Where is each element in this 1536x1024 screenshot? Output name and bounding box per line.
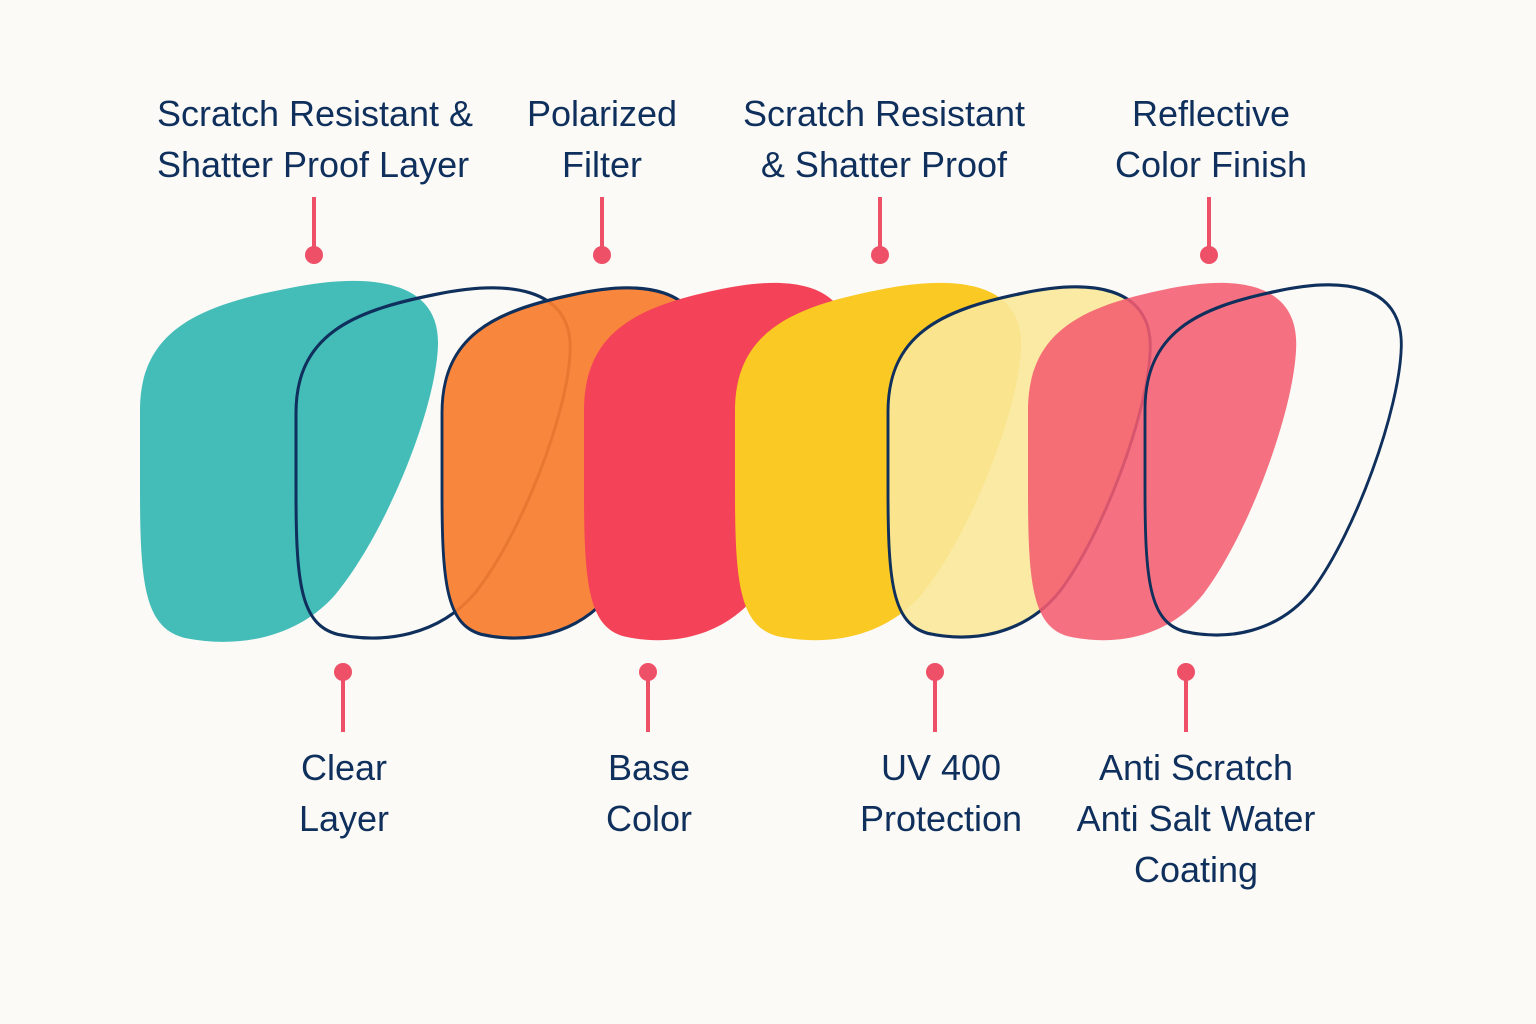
label-scratch-resistant-shatter-proof: Scratch Resistant& Shatter Proof — [742, 93, 1026, 185]
pin-top-2 — [593, 197, 611, 264]
pin-bottom-3 — [926, 663, 944, 732]
lens-teal-layer — [140, 280, 439, 642]
pin-top-1 — [305, 197, 323, 264]
pin-bottom-1 — [334, 663, 352, 732]
pin-bottom-2 — [639, 663, 657, 732]
pin-top-3 — [871, 197, 889, 264]
pin-bottom-4 — [1177, 663, 1195, 732]
label-scratch-resistant-layer: Scratch Resistant &Shatter Proof Layer — [156, 93, 474, 185]
lens-pink-reflective-layer — [1028, 282, 1297, 641]
pin-top-4 — [1200, 197, 1218, 264]
